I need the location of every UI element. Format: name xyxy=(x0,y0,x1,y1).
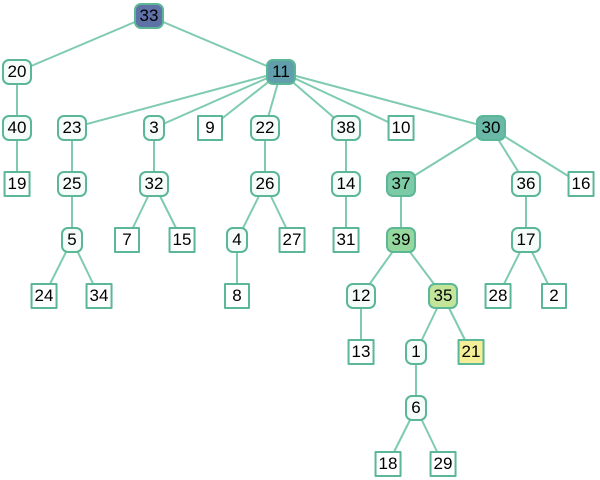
tree-node-30: 30 xyxy=(476,115,506,141)
leaf-node-8: 8 xyxy=(224,283,250,309)
leaf-node-19: 19 xyxy=(3,171,31,197)
leaf-node-7: 7 xyxy=(114,227,140,253)
tree-node-4: 4 xyxy=(226,227,248,253)
leaf-node-31: 31 xyxy=(332,227,360,253)
tree-node-17: 17 xyxy=(511,227,541,253)
tree-node-40: 40 xyxy=(2,115,32,141)
edge-33-11 xyxy=(148,15,282,73)
leaf-node-28: 28 xyxy=(484,283,512,309)
tree-node-20: 20 xyxy=(2,59,32,85)
edge-30-16 xyxy=(490,127,582,185)
tree-node-11: 11 xyxy=(266,59,296,85)
leaf-node-9: 9 xyxy=(197,115,223,141)
tree-node-37: 37 xyxy=(386,171,416,197)
edge-11-23 xyxy=(71,71,282,129)
tree-node-35: 35 xyxy=(428,283,458,309)
leaf-node-34: 34 xyxy=(85,283,113,309)
tree-node-1: 1 xyxy=(405,339,427,365)
leaf-node-13: 13 xyxy=(347,339,375,365)
leaf-node-18: 18 xyxy=(374,451,402,477)
tree-node-36: 36 xyxy=(511,171,541,197)
edge-11-3 xyxy=(153,71,282,129)
tree-node-26: 26 xyxy=(250,171,280,197)
tree-node-3: 3 xyxy=(143,115,165,141)
tree-node-38: 38 xyxy=(331,115,361,141)
leaf-node-21: 21 xyxy=(457,339,485,365)
leaf-node-10: 10 xyxy=(387,115,415,141)
tree-node-5: 5 xyxy=(61,227,83,253)
tree-node-32: 32 xyxy=(139,171,169,197)
edge-33-20 xyxy=(16,15,150,73)
leaf-node-29: 29 xyxy=(429,451,457,477)
tree-node-14: 14 xyxy=(331,171,361,197)
edge-11-10 xyxy=(280,71,402,129)
edge-11-30 xyxy=(280,71,492,129)
tree-node-33: 33 xyxy=(134,3,164,29)
leaf-node-27: 27 xyxy=(278,227,306,253)
leaf-node-15: 15 xyxy=(168,227,196,253)
leaf-node-2: 2 xyxy=(541,283,567,309)
tree-node-22: 22 xyxy=(250,115,280,141)
leaf-node-24: 24 xyxy=(30,283,58,309)
tree-node-12: 12 xyxy=(346,283,376,309)
leaf-node-16: 16 xyxy=(567,171,595,197)
tree-node-6: 6 xyxy=(405,395,427,421)
tree-node-23: 23 xyxy=(57,115,87,141)
tree-node-39: 39 xyxy=(386,227,416,253)
tree-node-25: 25 xyxy=(57,171,87,197)
